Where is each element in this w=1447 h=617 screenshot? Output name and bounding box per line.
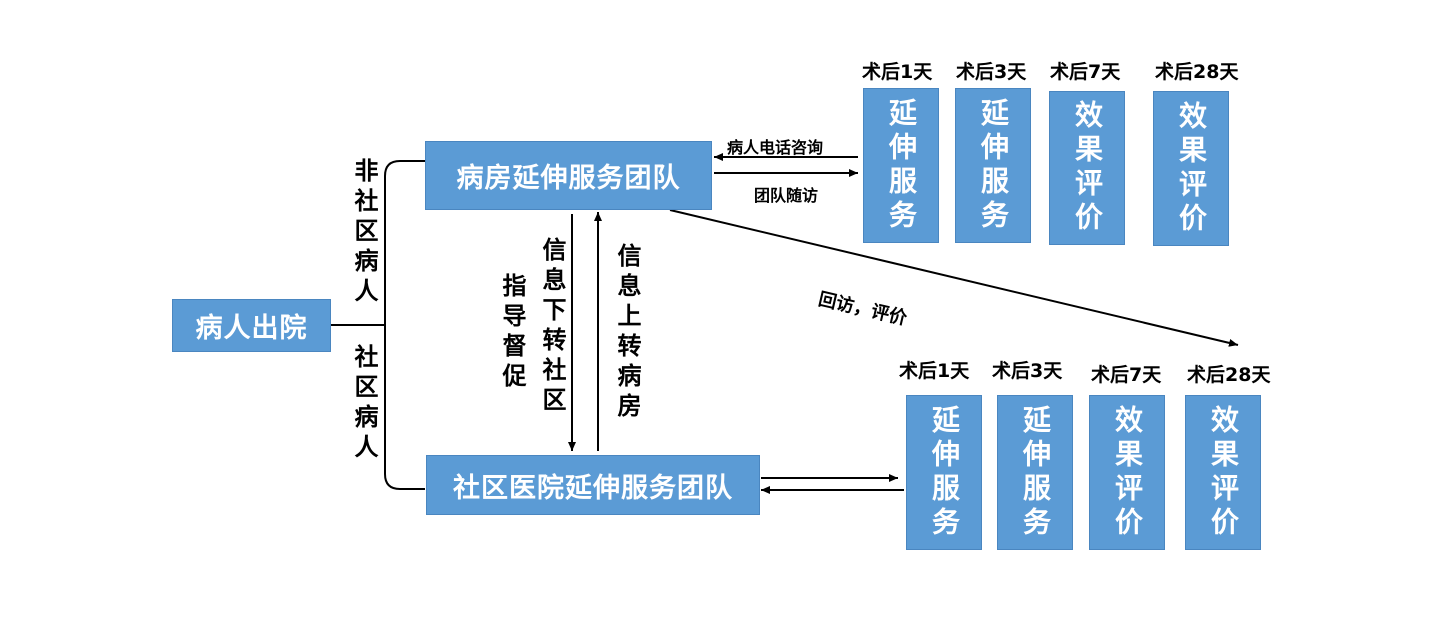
non-community-patient-label: 非社区病人 (350, 158, 378, 308)
community-patient-label: 社区病人 (350, 344, 378, 464)
team-followup-label: 团队随访 (754, 186, 819, 205)
bottom-service-box: 延伸服务 (997, 395, 1073, 550)
bottom-day-label: 术后7天 (1091, 364, 1162, 386)
ward-team-box: 病房延伸服务团队 (425, 141, 712, 210)
top-day-label: 术后1天 (862, 61, 933, 83)
info-down-label: 信息下转社区 (538, 237, 566, 417)
bottom-eval-box: 效果评价 (1089, 395, 1165, 550)
top-day-label: 术后3天 (956, 61, 1027, 83)
guide-supervise-label: 指导督促 (498, 273, 526, 393)
top-service-box: 延伸服务 (863, 88, 939, 243)
top-day-label: 术后7天 (1050, 61, 1121, 83)
bottom-day-label: 术后3天 (992, 360, 1063, 382)
top-eval-box: 效果评价 (1153, 91, 1229, 246)
community-team-box: 社区医院延伸服务团队 (426, 455, 760, 515)
bottom-day-label: 术后28天 (1187, 364, 1271, 386)
bottom-service-box: 延伸服务 (906, 395, 982, 550)
bottom-day-label: 术后1天 (899, 360, 970, 382)
top-eval-box: 效果评价 (1049, 91, 1125, 245)
info-up-label: 信息上转病房 (613, 243, 641, 423)
discharge-box: 病人出院 (172, 299, 331, 352)
phone-consult-label: 病人电话咨询 (727, 138, 824, 157)
top-day-label: 术后28天 (1155, 61, 1239, 83)
bottom-eval-box: 效果评价 (1185, 395, 1261, 550)
top-service-box: 延伸服务 (955, 88, 1031, 243)
